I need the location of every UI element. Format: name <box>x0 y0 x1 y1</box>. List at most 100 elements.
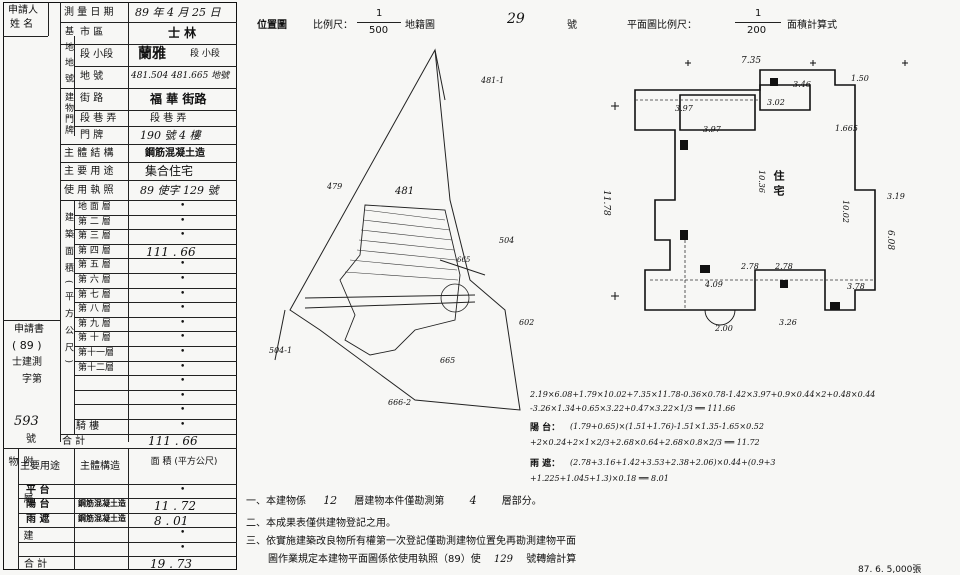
dim-2-78a: 2.78 <box>775 262 793 271</box>
floor-row-divider <box>74 302 237 304</box>
note-1: 一、本建物係 12 層建物本件僅勘測第 4 層部分。 <box>246 492 542 507</box>
floor-row-divider <box>74 404 237 406</box>
section-value: 蘭雅 <box>138 46 166 62</box>
street-value: 福 華 街路 <box>150 92 207 106</box>
site-scale-num: 1 <box>376 8 383 19</box>
site-label-504: 504 <box>499 236 515 245</box>
floor-plan: 平面圖比例尺： 1 200 面積計算式 <box>575 0 960 380</box>
note-2: 二、本成果表僅供建物登記之用。 <box>246 518 396 529</box>
site-sheet-no: 29 <box>507 11 525 27</box>
applicant-label: 申請人 <box>8 5 38 16</box>
permit-value: 89 使字 129 號 <box>140 184 219 197</box>
floor-row-divider <box>74 316 237 318</box>
section-suffix: 段 小段 <box>190 49 220 59</box>
annex-row-area: 8 . 01 <box>154 513 189 528</box>
lane-value: 段 巷 弄 <box>150 113 187 124</box>
annex-row-divider <box>18 512 237 514</box>
dim-3-19: 3.19 <box>887 192 905 201</box>
floor-row-value: • <box>180 259 186 270</box>
annex-row-divider <box>18 541 237 543</box>
lot-value: 481.504 481.665 地號 <box>131 71 230 81</box>
lot-label: 地 號 <box>80 71 104 82</box>
annex-head-use: 主要用途 <box>20 461 60 472</box>
area-label: 建築面積(平方公尺) <box>63 212 73 372</box>
structure-label: 主 體 結 構 <box>64 148 114 159</box>
annex-row-divider <box>18 527 237 529</box>
floor-row-label: 第 五 層 <box>78 260 111 271</box>
dim-1-50: 1.50 <box>851 74 869 83</box>
dim-3-78: 3.78 <box>847 282 865 291</box>
annex-row-use: 平 台 <box>26 485 50 496</box>
dim-3-02: 3.02 <box>767 98 785 107</box>
floor-row-divider <box>74 346 237 347</box>
applicant-name-label: 姓 名 <box>10 19 34 30</box>
floor-row-value: • <box>180 288 186 299</box>
annex-total-value: 19 . 73 <box>150 557 192 571</box>
floor-row-divider <box>74 389 237 391</box>
annex-row-area: 11 . 72 <box>154 499 196 514</box>
application-code: 士建測 <box>12 357 42 368</box>
floor-plan-drawing <box>611 60 908 326</box>
total-label: 合 計 <box>62 436 86 447</box>
survey-date-label: 測 量 日 期 <box>64 7 114 18</box>
floor-row-value: • <box>180 420 186 430</box>
floor-row-label: 第十二層 <box>78 362 115 373</box>
floor-row-divider <box>74 331 237 333</box>
annex-row-area: • <box>180 528 186 539</box>
city-label: 市 區 <box>80 27 104 38</box>
site-label-666-2: 666-2 <box>388 398 412 407</box>
floor-row-label: 第 四 層 <box>78 245 111 256</box>
dim-4-09: 4.09 <box>705 280 723 289</box>
site-scale-den: 500 <box>369 25 389 36</box>
dim-10-02: 10.02 <box>841 200 850 223</box>
floor-row-divider <box>74 258 237 260</box>
dim-3-46: 3.46 <box>793 80 811 89</box>
annex-row-use: 陽 台 <box>26 499 50 511</box>
calc-line4: +2×0.24+2×1×2/3+2.68×0.64+2.68×0.8×2/3 ═… <box>530 438 760 447</box>
use-value: 集合住宅 <box>145 164 194 178</box>
registration-table: 申請人 姓 名 測 量 日 期 89 年 4 月 25 日 基 地 地 號 市 … <box>0 0 240 575</box>
note-1-c: 層建物本件僅勘測第 <box>354 496 445 507</box>
site-plan: 位置圖 比例尺： 1 500 地籍圖 29 號 481 479 481-1 <box>245 0 577 440</box>
calc-line5: (2.78+3.16+1.42+3.53+2.38+2.06)×0.44+(0.… <box>570 458 776 467</box>
annex-row-struct: 鋼筋混凝土造 <box>78 499 126 509</box>
site-label-481: 481 <box>395 186 415 197</box>
dim-3-26: 3.26 <box>779 318 797 327</box>
site-label-481-1: 481-1 <box>481 76 505 85</box>
floor-row-value: • <box>180 376 186 387</box>
note-1-d: 4 <box>469 494 477 507</box>
annex-label: 附 屬 建 物 <box>6 456 32 553</box>
section-label: 段 小段 <box>80 49 114 60</box>
floor-row-divider <box>74 243 237 245</box>
room-label: 住宅 <box>772 170 785 200</box>
calc-line3-label: 陽 台： <box>530 423 561 433</box>
application-char: 字第 <box>22 374 42 385</box>
lane-label: 段 巷 弄 <box>80 113 117 124</box>
floor-row-value: • <box>180 215 186 226</box>
annex-head-struct: 主體構造 <box>80 461 120 472</box>
note-3: 三、依實施建築改良物所有權第一次登記僅勘測建物位置免再勘測建物平面 <box>246 536 576 547</box>
site-scale-label: 比例尺： <box>313 20 353 31</box>
annex-row-divider <box>18 498 237 500</box>
site-plan-drawing <box>274 48 521 411</box>
floor-row-divider <box>74 229 237 231</box>
door-no-label: 門 牌 <box>80 130 104 141</box>
site-label-504-1: 504-1 <box>269 346 293 355</box>
site-sheet-suffix: 號 <box>567 20 577 31</box>
floor-row-value: • <box>180 361 186 372</box>
site-sheet-label: 地籍圖 <box>405 20 435 31</box>
street-label: 街 路 <box>80 93 104 104</box>
dim-7-35: 7.35 <box>741 56 762 66</box>
dim-11-78: 11.78 <box>601 190 611 216</box>
dim-2-00: 2.00 <box>715 324 733 333</box>
floor-row-value: • <box>180 303 186 314</box>
total-value: 111 . 66 <box>148 434 198 448</box>
base-label: 基 地 地 號 <box>63 26 73 85</box>
calc-line1: 2.19×6.08+1.79×10.02+7.35×11.78-0.36×0.7… <box>530 390 876 399</box>
application-no: 593 <box>14 414 39 429</box>
floor-row-divider <box>74 287 237 289</box>
dim-2-78b: 2.78 <box>741 262 759 271</box>
door-label: 建物門牌 <box>63 92 73 136</box>
note-4-b: 129 <box>493 554 514 565</box>
floor-row-value: • <box>180 332 186 343</box>
